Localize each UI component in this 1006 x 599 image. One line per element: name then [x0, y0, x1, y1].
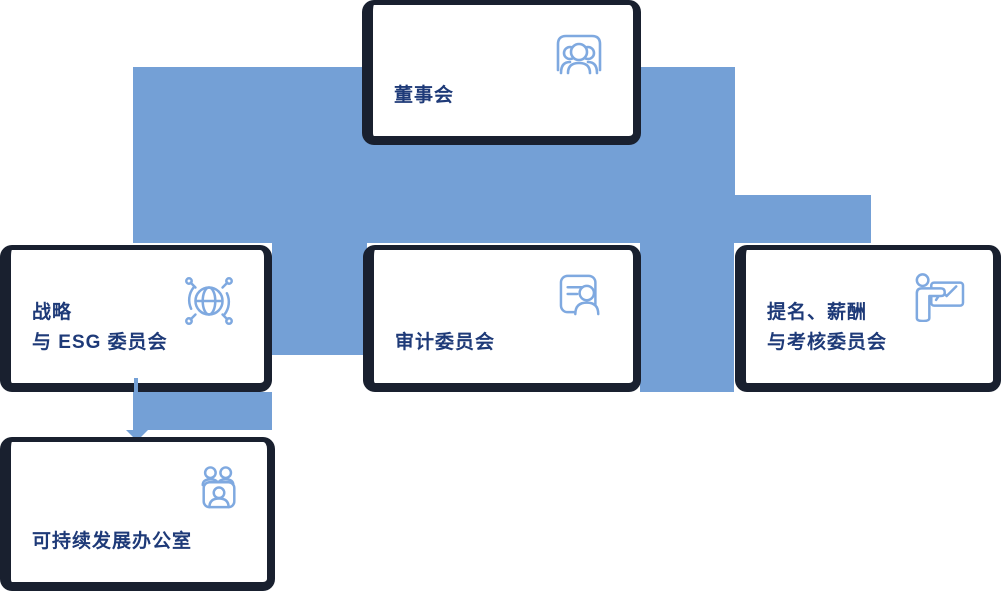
- globe-network-icon: [180, 272, 238, 330]
- id-card-person-icon: [557, 272, 607, 316]
- card-label: 审计委员会: [395, 332, 496, 353]
- card-label: 战略 与 ESG 委员会: [32, 298, 168, 358]
- card-label: 提名、薪酬 与考核委员会: [767, 298, 887, 358]
- label-line-2: 与考核委员会: [767, 332, 888, 353]
- connector-left-gap: [272, 243, 367, 355]
- card-audit: 审计委员会: [363, 245, 641, 392]
- team-meeting-icon: [197, 464, 241, 512]
- label-line-1: 战略: [32, 302, 73, 323]
- card-label: 可持续发展办公室: [32, 531, 193, 552]
- card-strategy-esg: 战略 与 ESG 委员会: [0, 245, 272, 392]
- connector-left-tick: [134, 378, 138, 393]
- presenter-whiteboard-icon: [909, 272, 967, 323]
- connector-right-vertical: [640, 67, 734, 392]
- connector-right-stub: [735, 195, 871, 243]
- people-group-icon: [551, 27, 607, 77]
- label-line-1: 提名、薪酬: [767, 302, 868, 323]
- label-line-2: 与 ESG 委员会: [32, 332, 168, 353]
- connector-down-arrow-icon: [126, 430, 148, 441]
- card-board: 董事会: [362, 0, 641, 145]
- connector-left-descender: [133, 392, 272, 430]
- card-sustainability-office: 可持续发展办公室: [0, 437, 275, 591]
- card-label: 董事会: [394, 85, 455, 106]
- card-nomination-remuneration: 提名、薪酬 与考核委员会: [735, 245, 1001, 392]
